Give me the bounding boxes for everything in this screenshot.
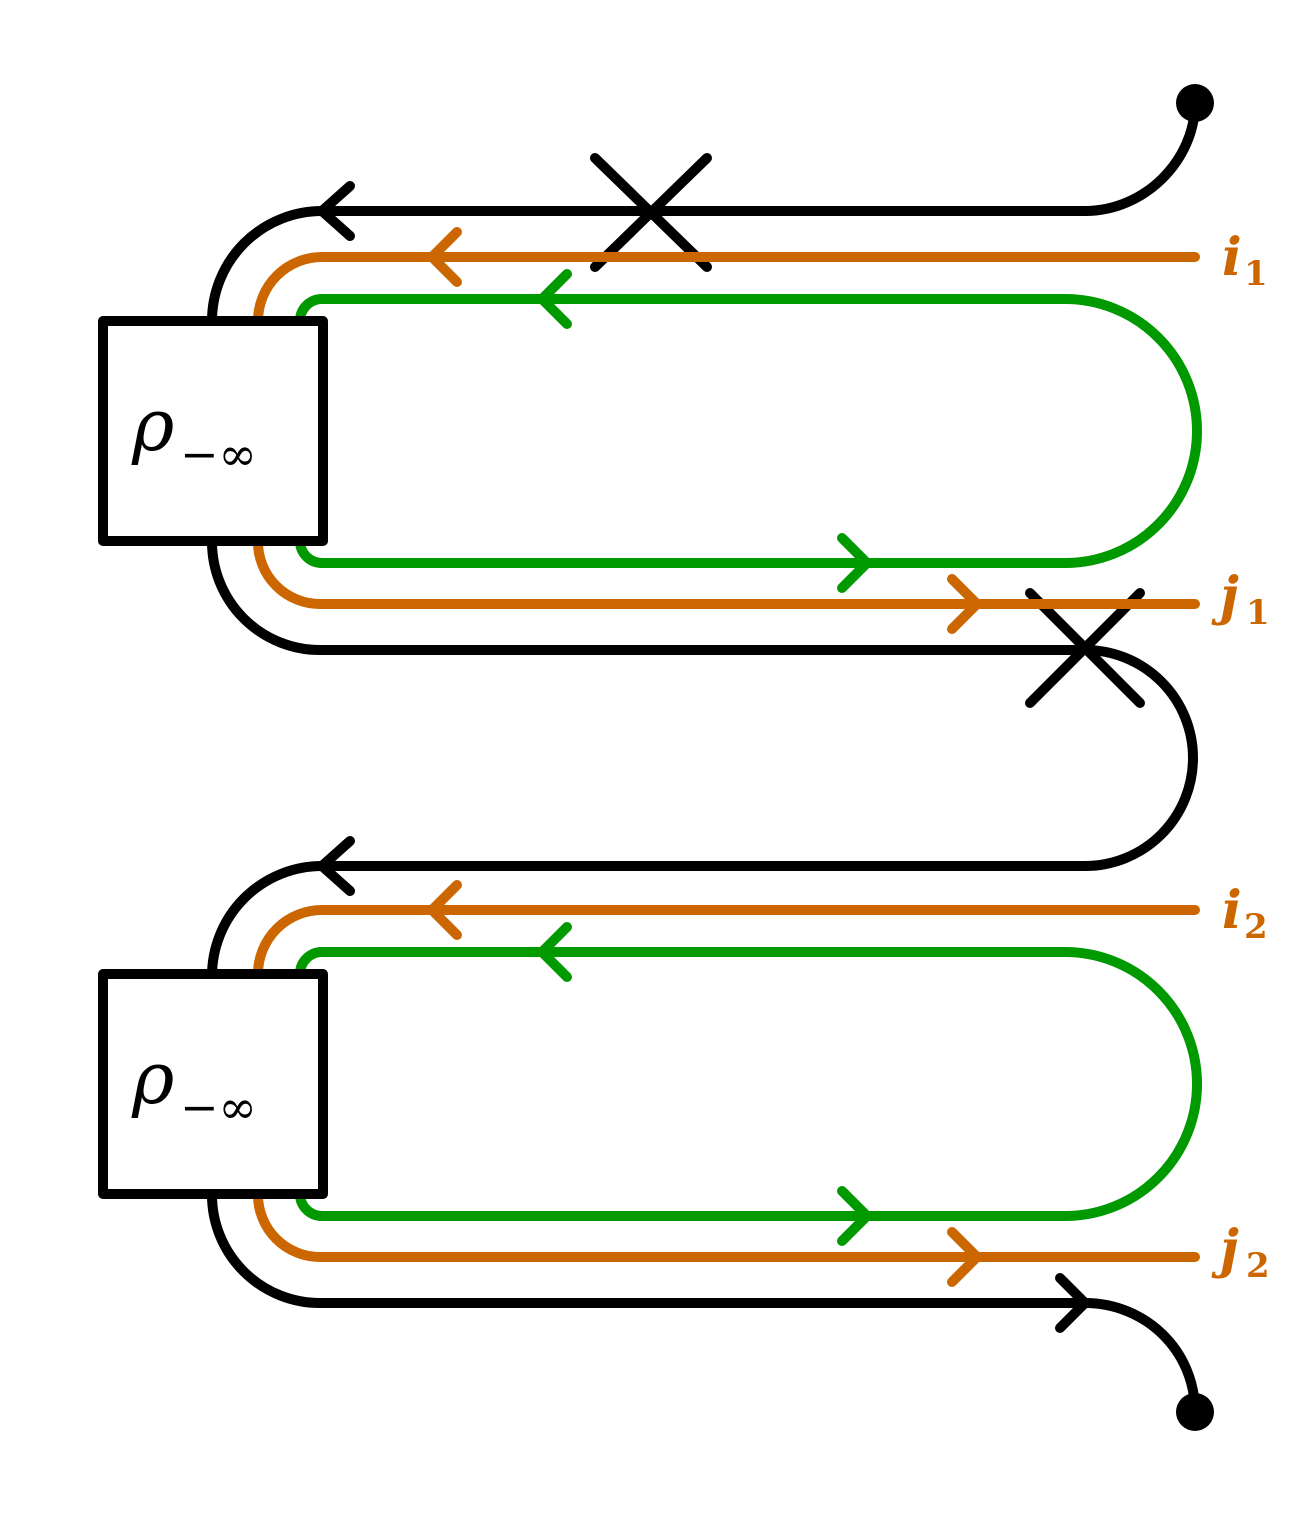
- endpoint-dot-icon: [1176, 84, 1214, 122]
- label-letter: i: [1222, 227, 1242, 288]
- black-path-top: [207, 98, 1200, 326]
- label-letter: i: [1222, 880, 1242, 941]
- endpoint-dot-icon: [1176, 1393, 1214, 1431]
- arrowhead-icon: [947, 574, 982, 634]
- green-loop-2: [295, 947, 1202, 1221]
- orange-line-j1: [253, 537, 1200, 609]
- density-box-1: ρ −∞: [98, 316, 328, 546]
- orange-line-j2: [253, 1190, 1200, 1262]
- arrowhead-icon: [317, 836, 355, 896]
- orange-line-i1: [253, 252, 1200, 326]
- arrowhead-icon: [1055, 1273, 1090, 1333]
- box-symbol: ρ: [131, 383, 174, 467]
- label-subscript: 2: [1246, 1246, 1270, 1286]
- cross-mark-icon: [590, 153, 712, 272]
- arrowhead-icon: [537, 269, 572, 329]
- label-subscript: 1: [1244, 254, 1268, 294]
- box-subscript: −∞: [180, 427, 257, 481]
- label-subscript: 1: [1246, 593, 1270, 633]
- arrowhead-icon: [427, 227, 462, 287]
- box-symbol: ρ: [131, 1036, 174, 1120]
- orange-line-i2: [253, 905, 1200, 979]
- arrowhead-icon: [837, 1186, 872, 1246]
- arrowhead-icon: [427, 880, 462, 940]
- label-i2: i 2: [1222, 880, 1268, 947]
- arrowhead-icon: [537, 922, 572, 982]
- box-subscript: −∞: [180, 1080, 257, 1134]
- green-contour: [295, 269, 1202, 1246]
- label-i1: i 1: [1222, 227, 1268, 294]
- black-path-bottom: [207, 1190, 1200, 1417]
- density-box-2: ρ −∞: [98, 969, 328, 1199]
- cross-mark-icon: [1025, 588, 1145, 708]
- green-loop-1: [295, 294, 1202, 568]
- label-j1: j 1: [1211, 566, 1270, 633]
- black-path-middle: [207, 537, 1198, 981]
- arrowhead-icon: [317, 181, 355, 241]
- label-letter: j: [1211, 566, 1239, 627]
- black-contour: [207, 98, 1200, 1417]
- orange-contour: [253, 227, 1200, 1287]
- label-subscript: 2: [1244, 907, 1268, 947]
- arrowhead-icon: [947, 1227, 982, 1287]
- label-j2: j 2: [1211, 1219, 1270, 1286]
- label-letter: j: [1211, 1219, 1239, 1280]
- arrowhead-icon: [837, 533, 872, 593]
